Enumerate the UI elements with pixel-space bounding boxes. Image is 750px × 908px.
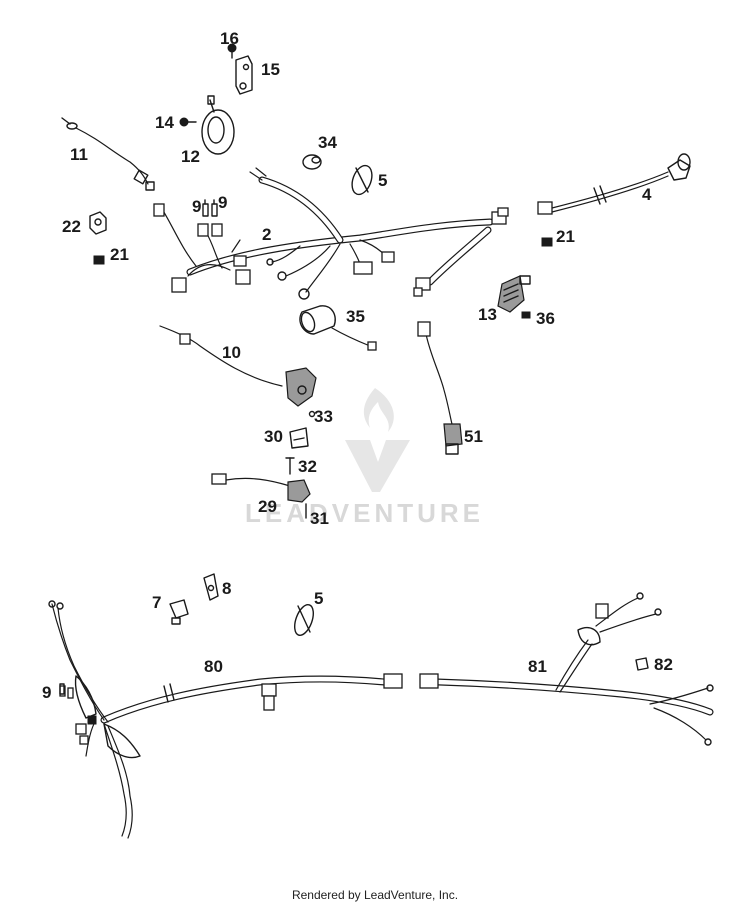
nut-21-right-icon — [541, 237, 553, 247]
callout-9-bottom: 9 — [42, 683, 51, 702]
sensor-cable-11-icon — [61, 117, 155, 191]
footer-credit: Rendered by LeadVenture, Inc. — [291, 888, 459, 902]
terminal-9-icon — [202, 199, 218, 217]
bulb-82-icon — [635, 657, 649, 671]
callout-33: 33 — [314, 407, 333, 426]
callout-29: 29 — [258, 497, 277, 516]
bracket-8-icon — [203, 573, 219, 601]
callout-22: 22 — [62, 217, 81, 236]
callout-82: 82 — [654, 655, 673, 674]
callout-10: 10 — [222, 343, 241, 362]
bracket-22-icon — [89, 211, 107, 235]
callout-5-top: 5 — [378, 171, 387, 190]
nut-33-icon — [308, 410, 316, 418]
callout-11: 11 — [70, 145, 88, 164]
callout-21-left: 21 — [110, 245, 129, 264]
callout-13: 13 — [478, 305, 497, 324]
terminal-9-bottom-icon — [59, 683, 65, 695]
nut-21-left-icon — [93, 255, 105, 265]
cable-tie-5-bottom-icon — [294, 604, 314, 636]
relay-7-icon — [169, 599, 189, 625]
callout-5-bottom: 5 — [314, 589, 323, 608]
callout-8: 8 — [222, 579, 231, 598]
screw-14-icon — [179, 117, 197, 127]
main-harness-2-icon — [153, 167, 509, 300]
callout-80: 80 — [204, 657, 223, 676]
callout-labels: 16 15 14 12 11 34 5 9 9 2 22 21 4 21 35 … — [42, 29, 673, 702]
screw-32-icon — [285, 457, 295, 475]
cover-30-icon — [289, 427, 309, 449]
callout-15: 15 — [261, 60, 280, 79]
watermark-logo — [345, 388, 410, 492]
watermark-text: LEADVENTURE — [245, 498, 484, 528]
callout-14: 14 — [155, 113, 174, 132]
switch-10-icon — [159, 325, 317, 407]
harness-80-icon — [48, 600, 403, 839]
callout-21-right: 21 — [556, 227, 575, 246]
grommet-34-icon — [302, 154, 322, 170]
connector-cable-4-icon — [537, 153, 691, 215]
callout-31: 31 — [310, 509, 329, 528]
callout-35: 35 — [346, 307, 365, 326]
capacitor-35-icon — [299, 305, 377, 351]
callout-32: 32 — [298, 457, 317, 476]
regulator-13-icon — [497, 275, 531, 313]
callout-4: 4 — [642, 185, 652, 204]
horn-12-icon — [201, 95, 235, 155]
callout-81: 81 — [528, 657, 547, 676]
callout-2: 2 — [262, 225, 271, 244]
sender-51-icon — [417, 321, 463, 455]
callout-9-a: 9 — [192, 197, 201, 216]
callout-51: 51 — [464, 427, 483, 446]
cable-tie-5-icon — [351, 164, 373, 196]
callout-34: 34 — [318, 133, 337, 152]
callout-36: 36 — [536, 309, 555, 328]
callout-30: 30 — [264, 427, 283, 446]
callout-9-b: 9 — [218, 193, 227, 212]
harness-81-icon — [419, 592, 714, 746]
callout-16: 16 — [220, 29, 239, 48]
callout-7: 7 — [152, 593, 161, 612]
bracket-15-icon — [235, 55, 253, 95]
switch-cable-29-icon — [211, 473, 311, 503]
screw-16-icon — [227, 43, 237, 59]
callout-12: 12 — [181, 147, 200, 166]
screw-36-icon — [521, 311, 531, 319]
